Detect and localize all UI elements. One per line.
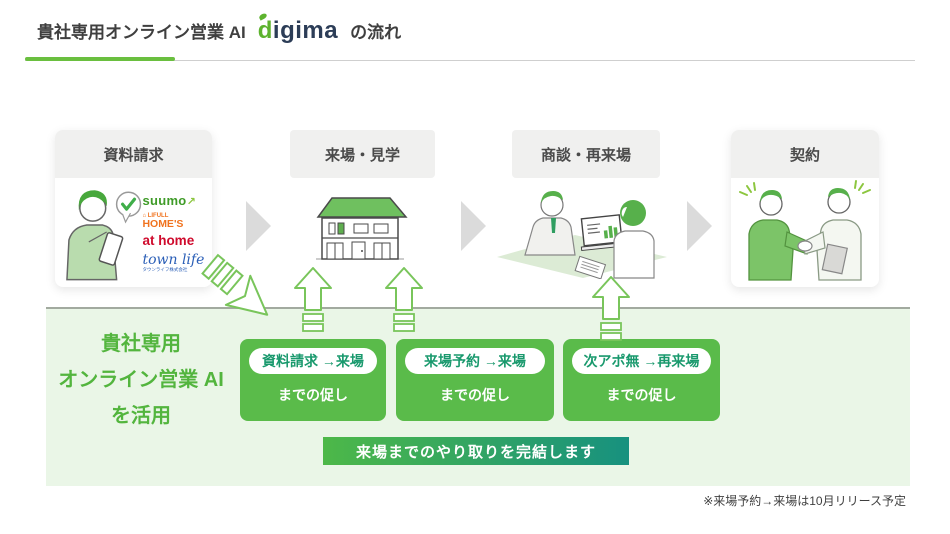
promo-body: までの促し: [278, 387, 348, 403]
promo-pill: 来場予約 →来場: [405, 348, 545, 374]
title-suffix: の流れ: [350, 23, 402, 42]
title-prefix: 貴社専用オンライン営業 AI: [37, 23, 246, 42]
digima-logo: digima: [257, 11, 339, 44]
ai-panel-line3: を活用: [111, 405, 171, 427]
promo-box-document-to-visit: 資料請求 →来場 までの促し: [240, 339, 386, 421]
phone-icon: [98, 232, 124, 266]
suumo-logo: suumo↗: [142, 192, 197, 208]
digima-logo-d: d: [257, 16, 273, 44]
digima-logo-rest: igima: [272, 16, 339, 44]
suumo-arrow-icon: ↗: [186, 195, 197, 208]
promo-body: までの促し: [606, 387, 677, 403]
meeting-illustration: [497, 191, 667, 279]
title-underline-accent: [25, 57, 175, 61]
promo-pill: 次アポ無 →再来場: [572, 348, 711, 374]
completion-banner: 来場までのやり取りを完結します: [323, 437, 629, 465]
arrow-right-icon: [461, 201, 486, 251]
step-header-visit: 来場・見学: [290, 130, 435, 178]
ai-panel-line2: オンライン営業 AI: [58, 369, 224, 391]
person-phone-illustration: [66, 190, 142, 281]
ai-panel-label: 貴社専用 オンライン営業 AI を活用: [52, 326, 230, 434]
release-footnote: ※来場予約→来場は10月リリース予定: [703, 494, 906, 508]
handshake-illustration: [739, 180, 871, 281]
step-header-negotiation: 商談・再来場: [512, 130, 660, 178]
promo-body: までの促し: [440, 387, 510, 403]
step-header-contract: 契約: [731, 130, 879, 178]
promo-box-noappt-to-revisit: 次アポ無 →再来場 までの促し: [563, 339, 720, 421]
arrow-right-icon: [246, 201, 271, 251]
arrow-right-icon: [687, 201, 712, 251]
title-underline: [25, 60, 915, 61]
athome-logo: at home: [142, 233, 195, 249]
townlife-sub-label: タウンライフ株式会社: [142, 266, 188, 272]
promo-pill: 資料請求 →来場: [249, 348, 377, 374]
page-title: 貴社専用オンライン営業 AI digima の流れ: [37, 11, 402, 44]
promo-box-reservation-to-visit: 来場予約 →来場 までの促し: [396, 339, 554, 421]
step-header-document-request: 資料請求: [55, 130, 212, 178]
ai-panel-line1: 貴社専用: [101, 333, 181, 355]
house-illustration: [316, 197, 408, 260]
step-card-contract: 契約: [731, 130, 879, 287]
